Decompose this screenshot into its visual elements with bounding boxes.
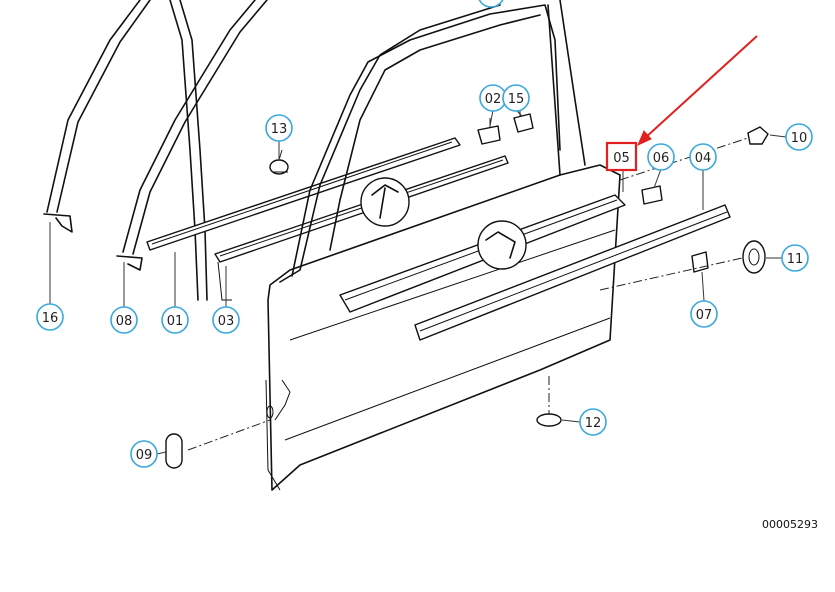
clip-15 — [513, 113, 534, 133]
callout-label: 03 — [218, 314, 235, 329]
profile-section-detail-1 — [360, 177, 410, 227]
callout-08[interactable]: 08 — [110, 306, 138, 334]
callout-06[interactable]: 06 — [647, 143, 675, 171]
callout-label: 06 — [653, 151, 670, 166]
window-frame-seal-strips — [43, 0, 268, 301]
callout-12[interactable]: 12 — [579, 408, 607, 436]
callout-label: 02 — [485, 92, 502, 107]
callout-label: 07 — [696, 308, 713, 323]
callout-label: 11 — [787, 252, 804, 267]
callout-label: 15 — [508, 92, 525, 107]
highlight-label: 05 — [613, 151, 630, 166]
bolt-13 — [269, 159, 289, 175]
red-pointer-arrow — [637, 35, 758, 146]
callout-04[interactable]: 04 — [689, 143, 717, 171]
plug-09 — [165, 433, 183, 469]
assembly-lines — [187, 108, 749, 451]
callout-label: 13 — [271, 122, 288, 137]
callout-top-partial — [478, 0, 504, 8]
door-body — [265, 0, 621, 491]
callout-11[interactable]: 11 — [781, 244, 809, 272]
highlighted-callout-05[interactable]: 05 — [605, 141, 638, 172]
grommet-12 — [536, 413, 562, 427]
callout-13[interactable]: 13 — [265, 114, 293, 142]
nut-10 — [747, 126, 769, 145]
callout-01[interactable]: 01 — [161, 306, 189, 334]
plug-11 — [742, 240, 766, 274]
diagram-reference-number: 00005293 — [762, 518, 818, 531]
callout-label: 01 — [167, 314, 184, 329]
callout-label: 09 — [136, 448, 153, 463]
callout-03[interactable]: 03 — [212, 306, 240, 334]
callout-02[interactable]: 02 — [479, 84, 507, 112]
profile-section-detail-2 — [477, 220, 527, 270]
callout-label: 16 — [42, 311, 59, 326]
callout-10[interactable]: 10 — [785, 123, 813, 151]
callout-09[interactable]: 09 — [130, 440, 158, 468]
callout-label: 08 — [116, 314, 133, 329]
clip-07 — [691, 251, 709, 273]
callout-label: 12 — [585, 416, 602, 431]
callout-label: 04 — [695, 151, 712, 166]
callout-label: 10 — [791, 131, 808, 146]
leader-lines — [49, 109, 787, 455]
callout-15[interactable]: 15 — [502, 84, 530, 112]
clip-06 — [641, 185, 663, 205]
callout-07[interactable]: 07 — [690, 300, 718, 328]
callout-16[interactable]: 16 — [36, 303, 64, 331]
clip-02 — [477, 125, 501, 145]
